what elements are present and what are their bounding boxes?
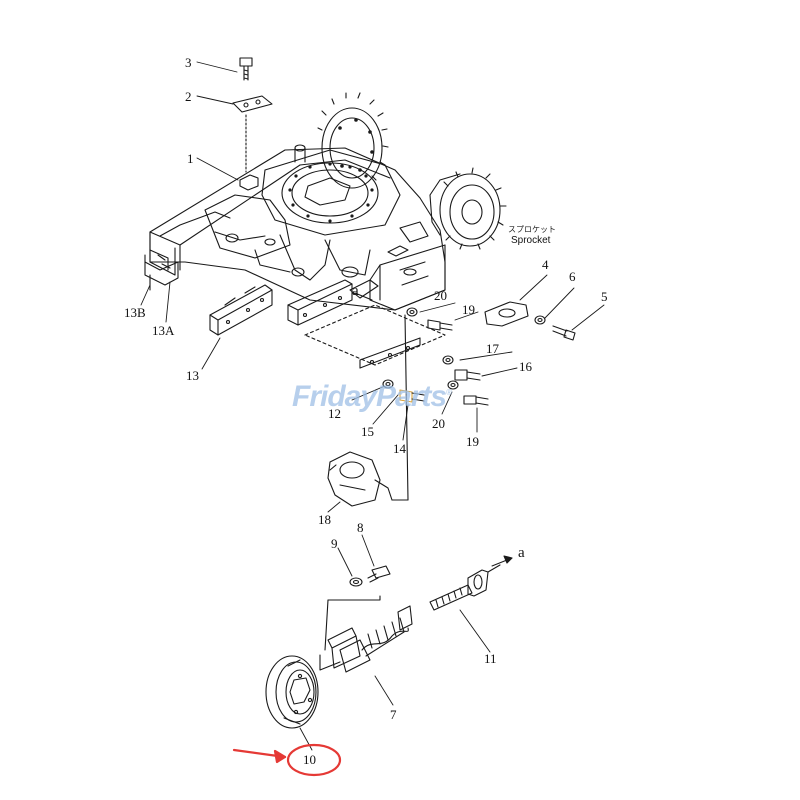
callout-7: 7 [390, 707, 397, 722]
callout-9: 9 [331, 536, 338, 551]
watermark-text: FridayParts [292, 380, 447, 413]
sprocket-rear [317, 92, 389, 189]
callout-16: 16 [519, 359, 532, 374]
callout-17: 17 [486, 341, 499, 356]
washer-6 [534, 315, 546, 325]
callout-1: 1 [187, 151, 194, 166]
track-guides [144, 254, 446, 501]
bolt-19 [427, 319, 489, 406]
callout-12: 12 [328, 406, 341, 421]
track-frame [149, 144, 446, 311]
registered-mark: ® [446, 388, 452, 397]
callout-14: 14 [393, 441, 406, 456]
callout-6: 6 [569, 269, 576, 284]
cover-4 [484, 301, 529, 327]
callout-18: 18 [318, 512, 331, 527]
callout-13a: 13A [152, 323, 175, 338]
callout-20b: 20 [432, 416, 445, 431]
sprocket-label-jp: スプロケット [508, 225, 556, 234]
cylinder-11 [429, 564, 501, 611]
callout-4: 4 [542, 257, 549, 272]
arrow-marker-a: a [518, 545, 525, 561]
callout-2: 2 [185, 89, 192, 104]
callout-20a: 20 [434, 288, 447, 303]
spring-assembly-7 [319, 595, 413, 673]
callout-8: 8 [357, 520, 364, 535]
callout-13: 13 [186, 368, 199, 383]
callout-13b: 13B [124, 305, 146, 320]
bolt-5 [552, 325, 576, 341]
bolt-16 [454, 369, 481, 381]
callout-11: 11 [484, 651, 497, 666]
bracket-18 [327, 451, 409, 507]
bolt-8 [367, 565, 391, 583]
section-marker-a: a [352, 283, 359, 299]
callout-10: 10 [303, 752, 316, 767]
washer-9 [349, 577, 363, 587]
callout-19b: 19 [466, 434, 479, 449]
callout-19a: 19 [462, 302, 475, 317]
callout-15: 15 [361, 424, 374, 439]
idler-10 [265, 655, 319, 729]
sprocket-front [429, 167, 507, 250]
washer-20 [406, 307, 459, 390]
plate-2 [232, 95, 273, 173]
callout-3: 3 [185, 55, 192, 70]
watermark: FridayParts® [292, 380, 452, 414]
callout-5: 5 [601, 289, 608, 304]
bolt-3 [239, 57, 253, 81]
bolts-12-14-15 [382, 379, 425, 403]
leader-lines [140, 61, 605, 751]
direction-arrow [491, 555, 513, 567]
sprocket-label-en: Sprocket [511, 235, 551, 246]
highlight-marker [232, 743, 342, 777]
washer-17 [442, 355, 454, 365]
